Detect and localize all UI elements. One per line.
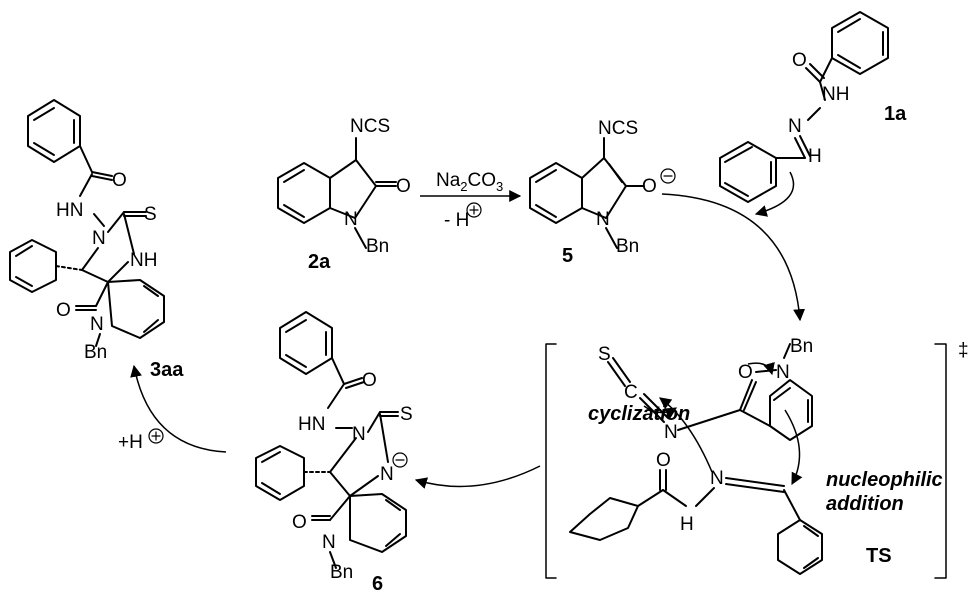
compound-1a: O NH N H 1a xyxy=(719,11,907,203)
compound-6: O HN N S N O N Bn 6 xyxy=(255,311,413,595)
atom-bn: Bn xyxy=(366,236,389,257)
compound-2a: O NCS N Bn 2a xyxy=(277,116,411,273)
atom-o-minus: O xyxy=(642,176,657,197)
atom-s: S xyxy=(400,404,413,425)
atom-n: N xyxy=(90,314,104,335)
label-3aa: 3aa xyxy=(150,359,184,381)
label-2a: 2a xyxy=(308,251,331,273)
atom-bn: Bn xyxy=(330,562,353,583)
label-6: 6 xyxy=(372,573,383,595)
arrow-5-to-ts xyxy=(661,193,806,322)
atom-hn: HN xyxy=(298,414,325,435)
atom-n: N xyxy=(776,362,790,383)
arrow-ts-to-6 xyxy=(414,465,541,489)
atom-h: H xyxy=(680,514,694,535)
svg-text:+H: +H xyxy=(118,432,143,453)
transition-state: ‡ S C N O N Bn O H N xyxy=(545,336,969,579)
atom-o: O xyxy=(396,176,411,197)
nucleophilic-label: nucleophilic xyxy=(826,469,943,491)
compound-3aa: O HN N S NH O N Bn 3aa xyxy=(9,99,184,381)
atom-n: N xyxy=(596,209,610,230)
atom-o: O xyxy=(56,300,71,321)
arrow-1a xyxy=(754,171,795,217)
atom-hn: HN xyxy=(56,200,83,221)
atom-ncs: NCS xyxy=(350,116,390,137)
atom-o-minus: O xyxy=(738,362,753,383)
compound-5: O NCS N Bn 5 xyxy=(529,118,676,267)
atom-o: O xyxy=(362,370,377,391)
atom-c: C xyxy=(624,382,638,403)
atom-bn: Bn xyxy=(84,342,107,363)
atom-n: N xyxy=(710,468,724,489)
cyclization-label: cyclization xyxy=(588,403,690,425)
atom-o: O xyxy=(112,170,127,191)
atom-n: N xyxy=(92,228,106,249)
atom-ncs: NCS xyxy=(598,118,638,139)
atom-n: N xyxy=(788,116,802,137)
addition-label: addition xyxy=(826,493,904,515)
arrow-6-to-3aa xyxy=(130,364,227,453)
atom-o: O xyxy=(292,512,307,533)
plus-h-label: +H xyxy=(118,428,164,453)
label-ts: TS xyxy=(866,545,892,567)
atom-s: S xyxy=(144,204,157,225)
label-1a: 1a xyxy=(884,103,907,125)
atom-s: S xyxy=(598,344,611,365)
atom-n: N xyxy=(322,532,336,553)
atom-n: N xyxy=(664,422,678,443)
atom-nh: NH xyxy=(822,84,849,105)
atom-n-minus: N xyxy=(380,464,394,485)
dagger: ‡ xyxy=(958,340,969,361)
atom-bn: Bn xyxy=(790,336,813,357)
atom-o: O xyxy=(792,50,807,71)
label-5: 5 xyxy=(562,245,573,267)
atom-nh: NH xyxy=(130,250,157,271)
reagent-label: Na2CO3 xyxy=(436,170,503,194)
minus-h-label: - H xyxy=(444,210,469,231)
atom-h: H xyxy=(808,146,822,167)
atom-bn: Bn xyxy=(616,236,639,257)
atom-n: N xyxy=(344,209,358,230)
atom-o: O xyxy=(656,450,671,471)
reaction-arrow: Na2CO3 - H xyxy=(420,170,522,231)
